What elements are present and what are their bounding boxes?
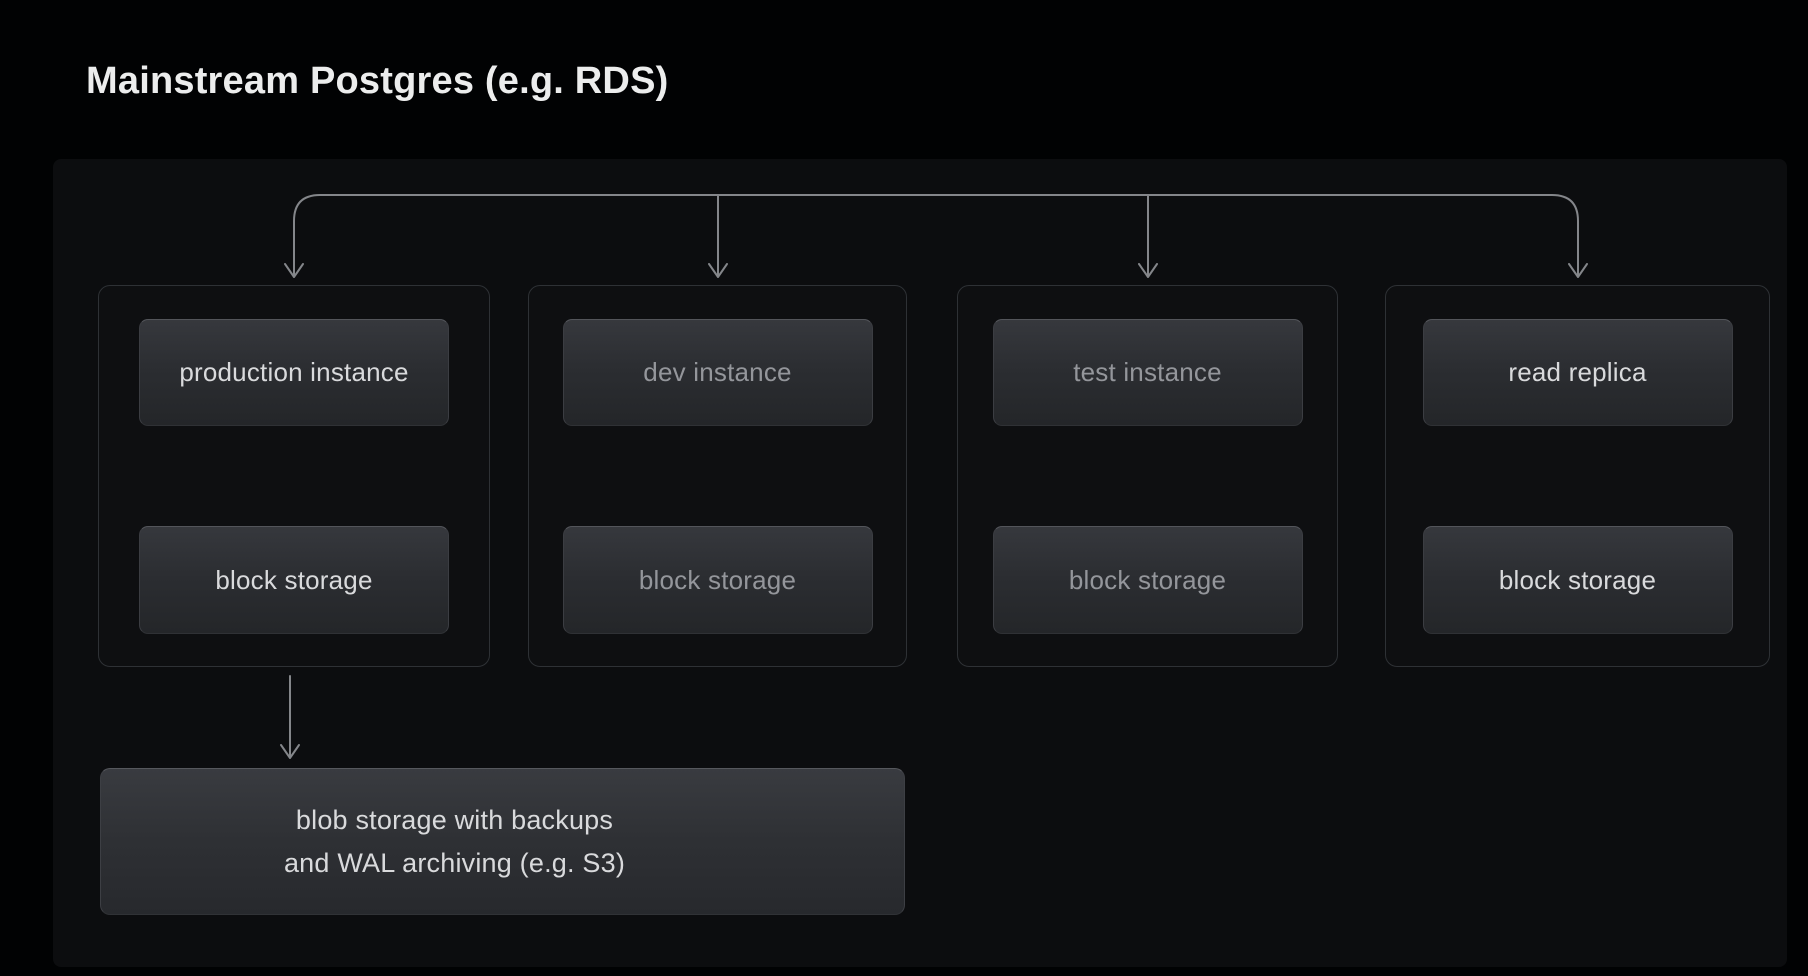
node-blob-storage: blob storage with backups and WAL archiv… xyxy=(100,768,905,915)
node-label: production instance xyxy=(179,357,409,387)
group-read-replica: read replica block storage xyxy=(1385,285,1770,667)
node-block-storage: block storage xyxy=(992,526,1303,634)
group-production: production instance block storage xyxy=(98,285,490,667)
node-label: dev instance xyxy=(643,357,792,387)
blob-storage-line2: and WAL archiving (e.g. S3) xyxy=(283,847,626,878)
node-production-instance: production instance xyxy=(139,319,449,426)
node-dev-instance: dev instance xyxy=(562,319,873,426)
node-label: test instance xyxy=(1073,357,1222,387)
blob-storage-line1: blob storage with backups xyxy=(295,804,614,835)
node-label: block storage xyxy=(1498,564,1657,595)
node-block-storage: block storage xyxy=(562,526,873,634)
node-test-instance: test instance xyxy=(992,319,1303,426)
page-title: Mainstream Postgres (e.g. RDS) xyxy=(86,60,669,102)
node-label: block storage xyxy=(638,564,797,595)
node-read-replica: read replica xyxy=(1422,319,1733,426)
group-dev: dev instance block storage xyxy=(528,285,907,667)
node-label: block storage xyxy=(1068,564,1227,595)
node-label: read replica xyxy=(1508,357,1647,387)
node-label: block storage xyxy=(215,564,373,595)
node-block-storage: block storage xyxy=(139,526,449,634)
group-test: test instance block storage xyxy=(957,285,1338,667)
node-block-storage: block storage xyxy=(1422,526,1733,634)
